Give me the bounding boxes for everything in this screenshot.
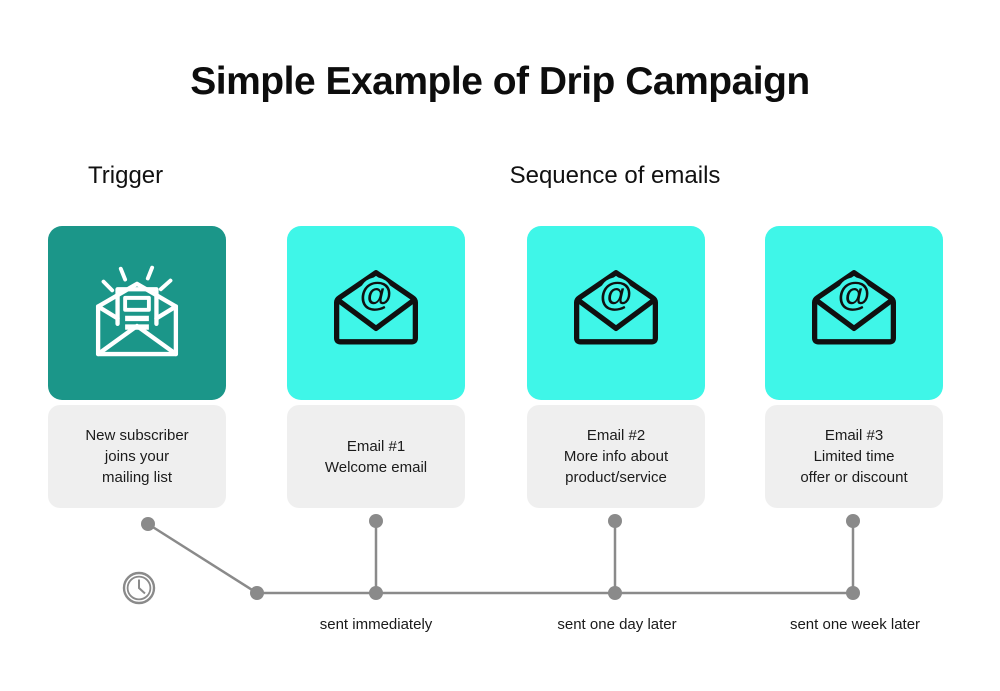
timeline-dots: [141, 514, 860, 600]
card-trigger: New subscriber joins your mailing list: [48, 226, 226, 508]
card-email-2-text: Email #2 More info about product/service: [563, 427, 669, 486]
email-1-icon-box: @: [287, 226, 465, 400]
timeline-graphic: [122, 514, 860, 605]
sequence-heading: Sequence of emails: [509, 162, 721, 189]
email-2-icon-box: @: [527, 226, 705, 400]
at-symbol: @: [838, 276, 871, 313]
envelope-at-icon: @: [574, 270, 658, 345]
email-3-icon-box: @: [765, 226, 943, 400]
card-email-1: @ Email #1 Welcome email: [287, 226, 465, 508]
card-email-3-label: Email #3 Limited time offer or discount: [765, 405, 943, 508]
envelope-at-icon: @: [812, 270, 896, 345]
card-trigger-text: New subscriber joins your mailing list: [85, 427, 189, 486]
at-symbol: @: [600, 276, 633, 313]
trigger-icon-box: [48, 226, 226, 400]
card-email-3-text: Email #3 Limited time offer or discount: [800, 427, 908, 486]
at-symbol: @: [360, 276, 393, 313]
timeline-connector-lines: [147, 521, 855, 595]
card-email-1-text: Email #1 Welcome email: [324, 437, 428, 476]
envelope-at-icon: @: [334, 270, 418, 345]
timeline-label-immediately: sent immediately: [319, 616, 433, 633]
timeline-label-one-day: sent one day later: [557, 616, 677, 633]
card-email-2-label: Email #2 More info about product/service: [527, 405, 705, 508]
card-email-1-label: Email #1 Welcome email: [287, 405, 465, 508]
clock-icon: [122, 571, 156, 605]
open-envelope-subscribe-icon: [95, 265, 179, 357]
card-email-2: @ Email #2 More info about product/servi…: [527, 226, 705, 508]
card-email-3: @ Email #3 Limited time offer or discoun…: [765, 226, 943, 508]
trigger-heading: Trigger: [88, 162, 164, 189]
timeline-label-one-week: sent one week later: [789, 616, 921, 633]
card-trigger-label: New subscriber joins your mailing list: [48, 405, 226, 508]
page-title: Simple Example of Drip Campaign: [190, 60, 810, 103]
